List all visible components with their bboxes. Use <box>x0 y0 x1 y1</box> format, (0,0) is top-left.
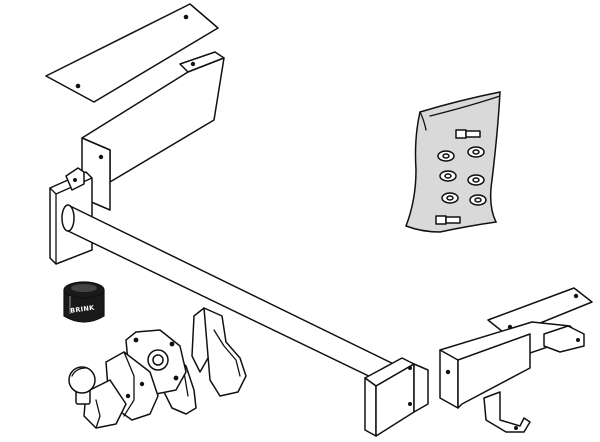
socket-cap: BRINK <box>63 281 105 323</box>
washer-icon <box>439 170 457 182</box>
cap-brand-label: BRINK <box>70 303 96 314</box>
left-side-bracket <box>81 51 225 211</box>
nut-icon <box>469 194 487 206</box>
nut-icon <box>467 146 485 158</box>
hardware-bag <box>405 91 501 233</box>
top-mounting-plate <box>45 3 219 103</box>
socket-plate <box>159 307 247 415</box>
nut-icon <box>467 174 485 186</box>
tow-ball-neck <box>83 351 159 429</box>
washer-icon <box>437 150 455 162</box>
tow-ball <box>68 366 96 405</box>
washer-icon <box>441 192 459 204</box>
right-side-bracket <box>439 321 585 433</box>
right-tube-bracket <box>364 357 429 437</box>
bolt-icon <box>435 215 461 225</box>
bolt-icon <box>455 129 481 139</box>
